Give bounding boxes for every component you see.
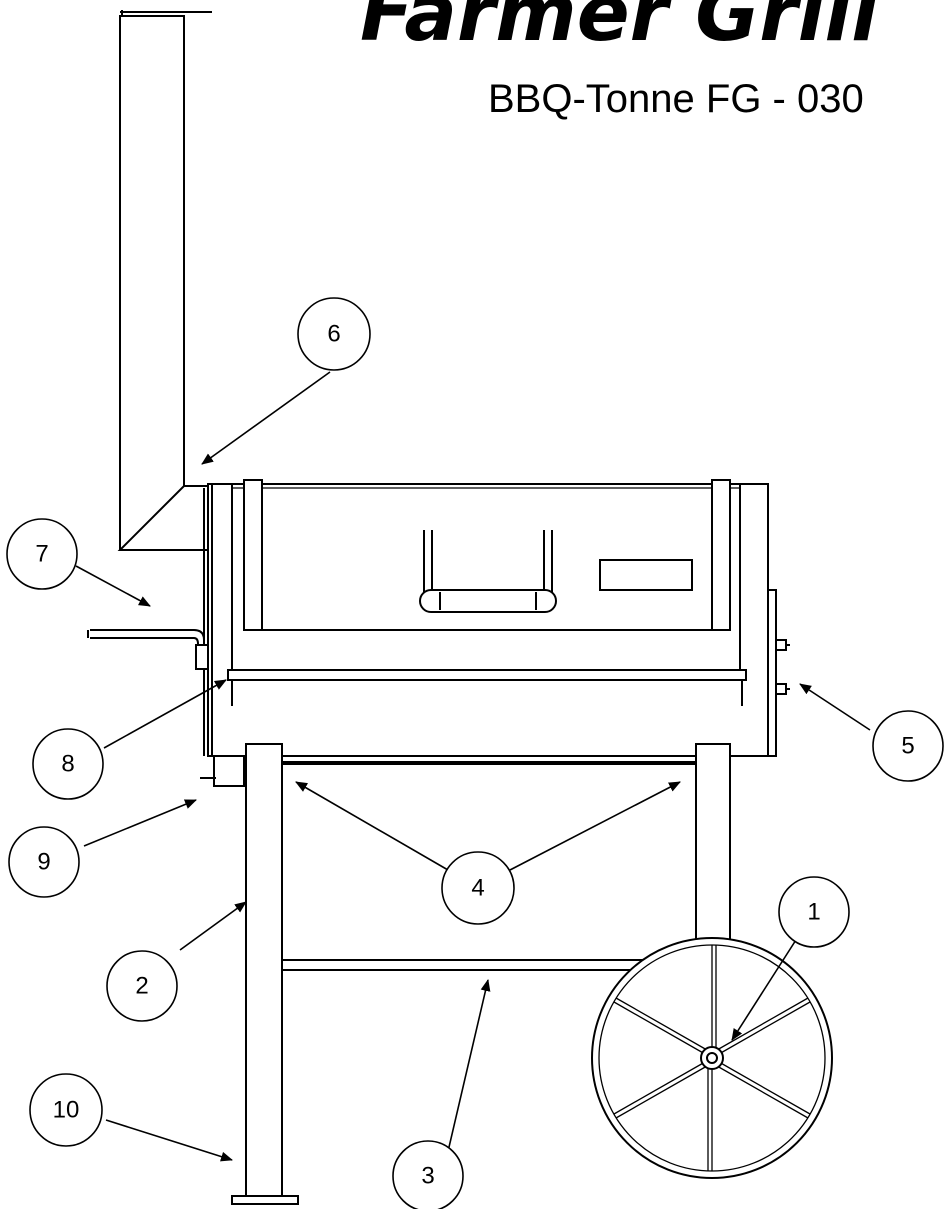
callout-9-label: 9 <box>37 849 50 876</box>
wheel <box>591 937 833 1179</box>
model-title: BBQ-Tonne FG - 030 <box>488 77 864 121</box>
callout-arrows <box>75 371 871 1162</box>
side-handle <box>87 629 209 670</box>
callout-9: 9 <box>8 826 80 898</box>
callout-10-label: 10 <box>53 1097 80 1124</box>
callout-8-label: 8 <box>61 751 74 778</box>
callout-5: 5 <box>872 710 944 782</box>
ash-door <box>200 755 245 787</box>
callout-7-label: 7 <box>35 541 48 568</box>
front-shelf <box>227 669 747 706</box>
callout-4-label: 4 <box>471 875 484 902</box>
callout-8: 8 <box>32 728 104 800</box>
callout-5-label: 5 <box>901 733 914 760</box>
callout-2-label: 2 <box>135 973 148 1000</box>
callout-10: 10 <box>29 1073 103 1147</box>
callout-6: 6 <box>297 297 371 371</box>
callout-3: 3 <box>392 1140 464 1209</box>
callout-7: 7 <box>6 518 78 590</box>
brand-title: Farmer Grill <box>360 0 879 59</box>
chimney <box>117 10 213 551</box>
barrel-body <box>203 479 790 757</box>
callout-1: 1 <box>778 876 850 948</box>
callout-2: 2 <box>106 950 178 1022</box>
callout-1-label: 1 <box>807 899 820 926</box>
callout-6-label: 6 <box>327 321 340 348</box>
callout-3-label: 3 <box>421 1163 434 1190</box>
callout-4: 4 <box>441 851 515 925</box>
